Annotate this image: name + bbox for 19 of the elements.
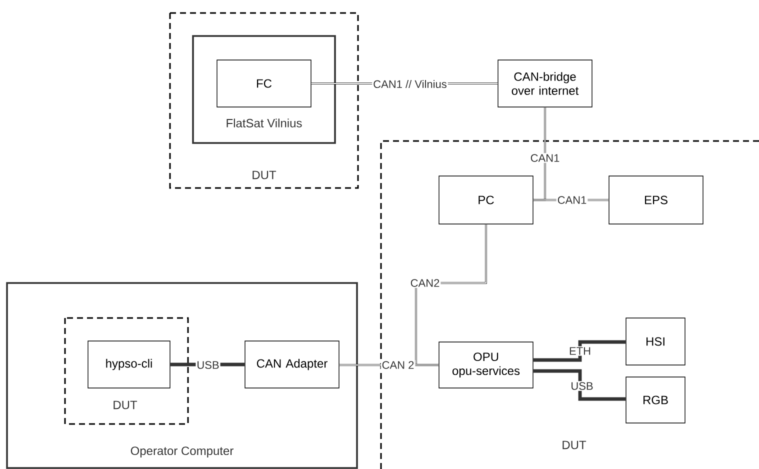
edge-label: USB: [570, 381, 594, 391]
edge-label: CAN2: [409, 278, 441, 288]
component-box: HSI: [626, 318, 686, 366]
edge-label: USB: [196, 360, 220, 370]
component-box: CAN-bridge over internet: [498, 60, 592, 108]
edge-label: CAN1: [556, 195, 588, 205]
component-box: EPS: [608, 176, 704, 224]
component-box: PC: [438, 176, 534, 224]
edge-label: CAN1: [529, 153, 561, 163]
connector: [533, 340, 626, 362]
edge-label: CAN 2: [380, 360, 416, 370]
component-box: hypso-cli: [88, 340, 170, 388]
edge-label: CAN1 // Vilnius: [372, 78, 448, 90]
edge-label: ETH: [568, 346, 592, 356]
component-box: OPU opu-services: [438, 342, 534, 388]
component-box: RGB: [626, 376, 686, 424]
component-box: FC: [216, 60, 312, 108]
component-box: CAN Adapter: [244, 340, 340, 388]
connector: [533, 369, 626, 401]
